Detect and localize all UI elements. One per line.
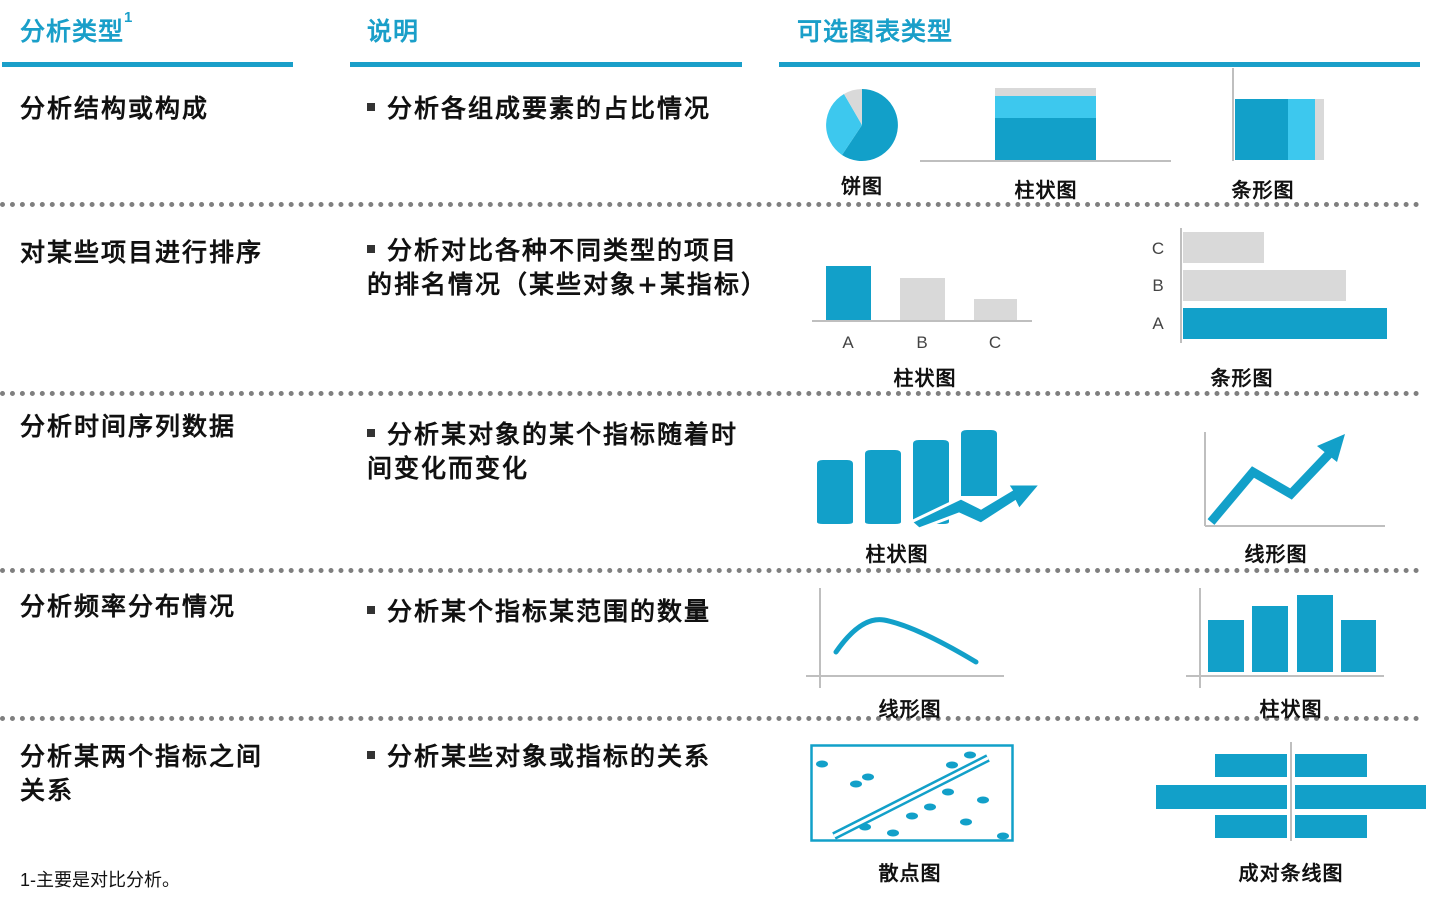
bullet-icon xyxy=(367,606,375,614)
chart-label: 散点图 xyxy=(878,861,942,885)
row-category: 对某些项目进行排序 xyxy=(20,238,264,267)
histogram-icon xyxy=(1186,588,1384,688)
header-rule-2 xyxy=(350,62,742,67)
chart-label: 成对条线图 xyxy=(1238,861,1344,885)
chart-label: 条形图 xyxy=(1231,178,1295,202)
bullet-icon xyxy=(367,245,375,253)
row-divider xyxy=(0,568,1420,573)
row-divider xyxy=(0,391,1420,396)
row-divider xyxy=(0,716,1420,721)
row-description: 分析各组成要素的占比情况 xyxy=(367,92,711,126)
row-category: 分析频率分布情况 xyxy=(20,592,237,621)
chart-label: 柱状图 xyxy=(865,542,929,566)
row-description: 分析对比各种不同类型的项目 的排名情况（某些对象+某指标） xyxy=(367,236,768,299)
chart-label: 条形图 xyxy=(1210,366,1274,390)
row-category: 分析结构或构成 xyxy=(20,94,210,123)
line-chart-rising-icon xyxy=(1204,432,1385,527)
chart-label: 柱状图 xyxy=(1014,178,1078,202)
stacked-column-icon xyxy=(920,88,1171,162)
header-chart-types: 可选图表类型 xyxy=(797,17,954,46)
header-description: 说明 xyxy=(367,17,420,46)
header-rule-1 xyxy=(2,62,293,67)
row-description: 分析某对象的某个指标随着时 间变化而变化 xyxy=(367,420,739,483)
footnote: 1-主要是对比分析。 xyxy=(20,870,181,891)
row-divider xyxy=(0,202,1420,207)
chart-label: 柱状图 xyxy=(893,366,957,390)
header-rule-3 xyxy=(779,62,1420,67)
row-description: 分析某个指标某范围的数量 xyxy=(367,595,711,629)
chart-label: 柱状图 xyxy=(1259,697,1323,721)
tick-label: C xyxy=(1152,239,1164,258)
stacked-bar-icon xyxy=(1232,68,1324,161)
bullet-icon xyxy=(367,751,375,759)
scatter-plot-icon xyxy=(810,744,1014,842)
row-category: 分析时间序列数据 xyxy=(20,412,237,441)
tick-label: C xyxy=(989,333,1001,352)
row-category: 分析某两个指标之间 关系 xyxy=(20,742,264,805)
chart-label: 线形图 xyxy=(1244,542,1308,566)
header-analysis-type: 分析类型1 xyxy=(20,9,134,46)
tick-label: B xyxy=(916,333,927,352)
distribution-line-icon xyxy=(806,588,1004,688)
tick-label: A xyxy=(842,333,854,352)
bullet-icon xyxy=(367,429,375,437)
pie-chart-icon xyxy=(826,89,898,161)
time-series-column-icon xyxy=(817,430,1045,531)
paired-bar-icon xyxy=(1156,742,1426,841)
tick-label: A xyxy=(1152,314,1164,333)
ranking-column-chart: A B C xyxy=(812,266,1032,352)
tick-label: B xyxy=(1152,276,1163,295)
bullet-icon xyxy=(367,103,375,111)
row-description: 分析某些对象或指标的关系 xyxy=(367,740,711,774)
ranking-bar-chart: C B A xyxy=(1152,228,1387,343)
chart-label: 线形图 xyxy=(878,697,942,721)
chart-label: 饼图 xyxy=(841,174,883,198)
